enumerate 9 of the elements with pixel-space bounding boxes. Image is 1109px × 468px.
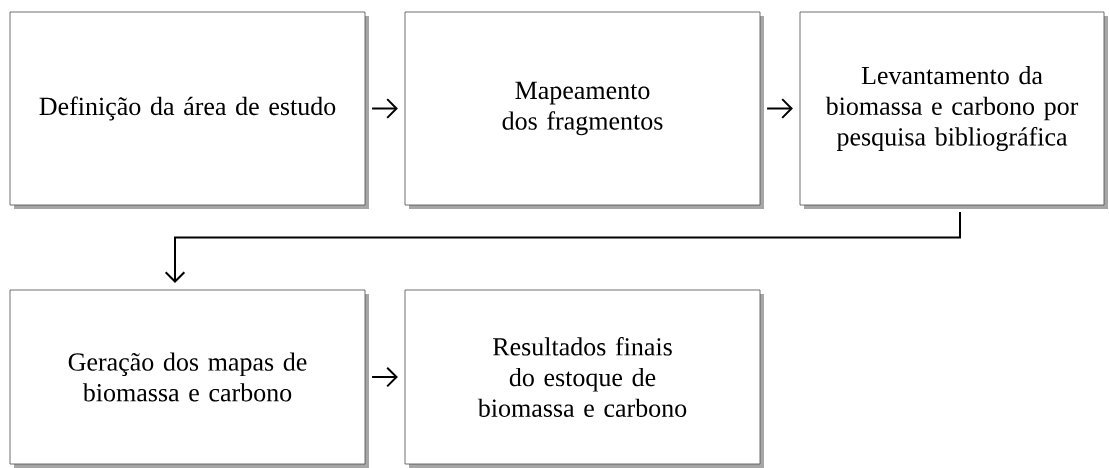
arrow (371, 366, 398, 388)
process-box: Definição da área de estudo (9, 11, 369, 209)
process-box: Mapeamento dos fragmentos (404, 11, 764, 209)
arrow (164, 211, 961, 283)
arrow (766, 98, 793, 119)
process-box: Resultados finais do estoque de biomassa e carbono (404, 289, 764, 468)
arrow (371, 98, 398, 119)
process-box: Geração dos mapas de biomassa e carbono (9, 289, 369, 468)
process-box: Levantamento da biomassa e carbono por pesquisa bibliográfica (799, 11, 1108, 209)
